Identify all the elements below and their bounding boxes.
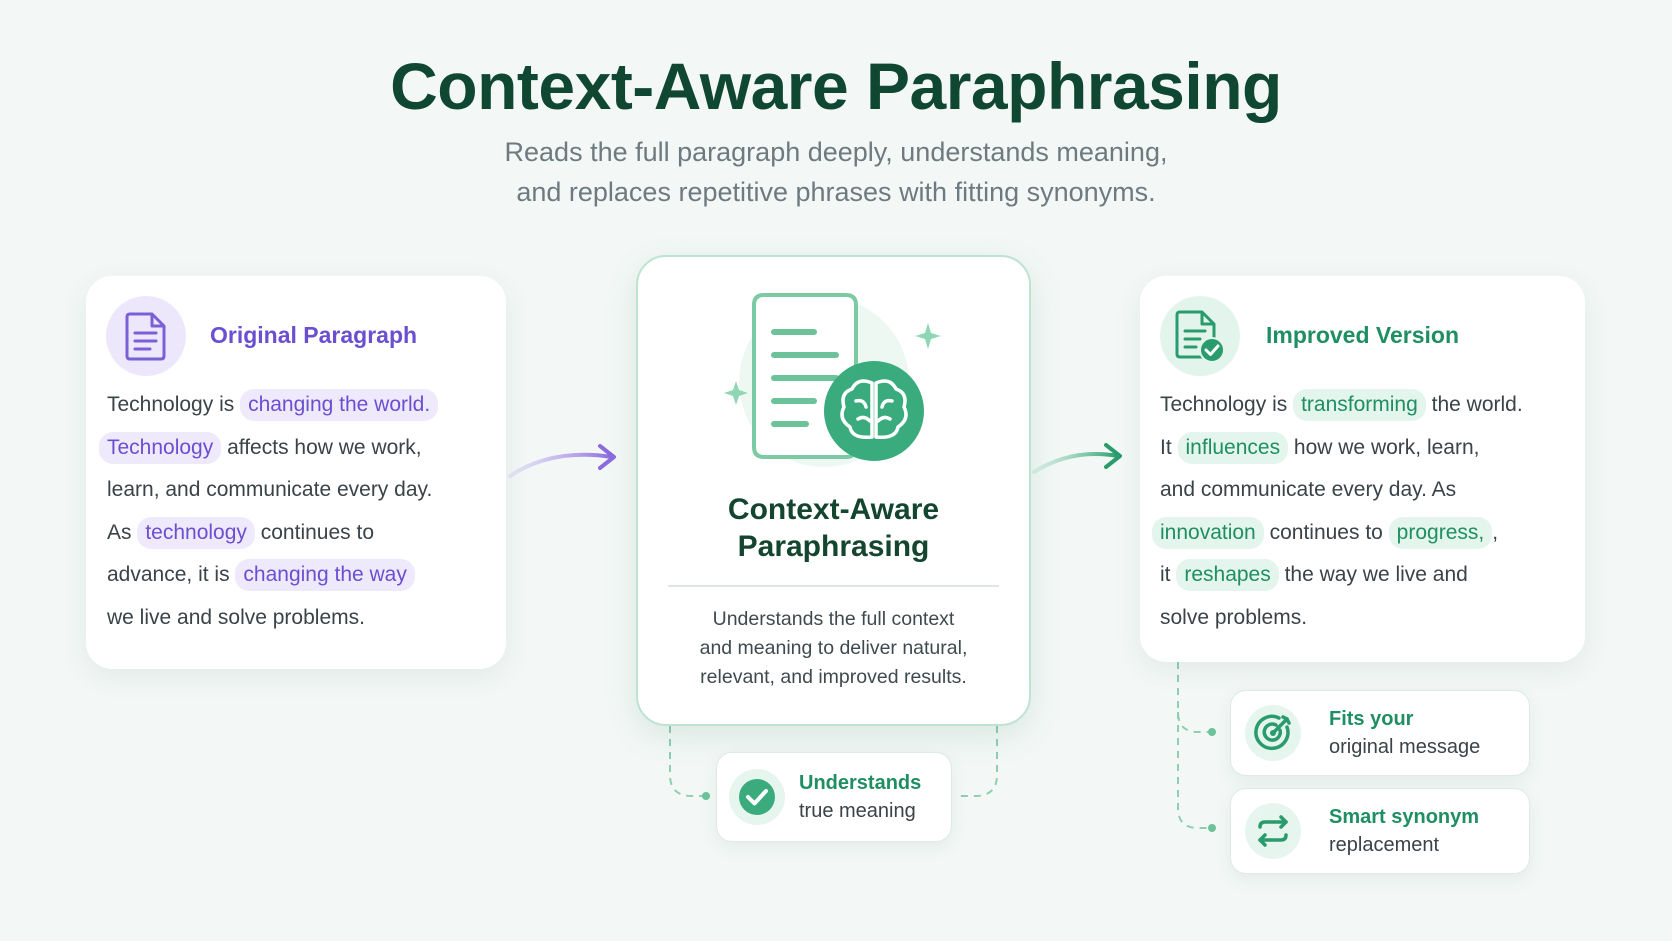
paragraph-text: Technology is xyxy=(1160,393,1294,416)
feature-understands-pill: Understands true meaning xyxy=(716,752,952,842)
highlighted-phrase: changing the world. xyxy=(240,389,439,421)
improved-version-card: Improved Version Technology is transform… xyxy=(1140,276,1585,662)
paragraph-text: continues to xyxy=(1263,520,1389,544)
original-paragraph-text: Technology is changing the world.Technol… xyxy=(99,384,497,640)
paragraph-text: As xyxy=(107,520,138,544)
paragraph-line: it reshapes the way we live and xyxy=(1160,554,1580,597)
paragraph-line: solve problems. xyxy=(1160,597,1580,640)
connector-dot xyxy=(1208,824,1216,832)
feature-synonym-bold: Smart synonym xyxy=(1329,806,1480,828)
paragraph-text: continues to xyxy=(254,520,375,544)
paragraph-text: affects how we work, xyxy=(221,435,422,459)
swap-arrows-icon xyxy=(1245,803,1301,859)
highlighted-phrase: innovation xyxy=(1152,516,1264,549)
paragraph-line: we live and solve problems. xyxy=(107,597,497,640)
feature-synonym-text: Smart synonym replacement xyxy=(1329,803,1479,859)
original-heading: Original Paragraph xyxy=(210,322,418,348)
dashed-connector-right xyxy=(1177,662,1210,829)
paragraph-line: Technology is transforming the world. xyxy=(1160,384,1580,427)
highlighted-phrase: changing the way xyxy=(235,559,415,591)
engine-desc-line-1: Understands the full context xyxy=(712,608,955,630)
arrow-left-to-center xyxy=(508,444,616,478)
feature-fits-regular: original message xyxy=(1329,736,1481,758)
subtitle-line-1: Reads the full paragraph deeply, underst… xyxy=(504,137,1168,167)
feature-understands-bold: Understands xyxy=(799,772,922,794)
paragraph-text: and communicate every day. As xyxy=(1160,478,1457,501)
paragraph-text: it xyxy=(1160,563,1177,586)
highlighted-phrase: technology xyxy=(137,516,255,549)
page-subtitle: Reads the full paragraph deeply, underst… xyxy=(0,132,1672,212)
engine-title: Context-Aware Paraphrasing xyxy=(638,491,1029,565)
paragraph-text: solve problems. xyxy=(1160,605,1308,629)
paragraph-text: advance, it is xyxy=(107,563,236,586)
paragraph-text: It xyxy=(1160,435,1178,459)
feature-fits-pill: Fits your original message xyxy=(1230,690,1530,776)
subtitle-line-2: and replaces repetitive phrases with fit… xyxy=(516,177,1156,207)
paragraph-line: Technology is changing the world. xyxy=(107,384,497,427)
paragraph-line: and communicate every day. As xyxy=(1160,469,1580,512)
target-icon xyxy=(1245,705,1301,761)
improved-paragraph-text: Technology is transforming the world.It … xyxy=(1152,384,1580,640)
feature-synonym-regular: replacement xyxy=(1329,834,1440,856)
engine-title-line-1: Context-Aware xyxy=(727,493,940,526)
connector-dot xyxy=(702,792,710,800)
paragraph-line: Technology affects how we work, xyxy=(99,427,497,470)
check-circle-icon xyxy=(729,769,785,825)
feature-synonym-pill: Smart synonym replacement xyxy=(1230,788,1530,874)
engine-desc-line-2: and meaning to deliver natural, xyxy=(699,637,968,659)
arrow-center-to-right xyxy=(1032,443,1122,474)
paraphrasing-engine-card: Context-Aware Paraphrasing Understands t… xyxy=(636,255,1031,726)
feature-fits-text: Fits your original message xyxy=(1329,705,1480,761)
highlighted-phrase: Technology xyxy=(99,431,222,464)
engine-description: Understands the full context and meaning… xyxy=(658,605,1009,692)
dashed-connector-center xyxy=(669,726,998,797)
feature-understands-text: Understands true meaning xyxy=(799,769,921,825)
document-brain-icon xyxy=(724,293,941,467)
paragraph-text: the world. xyxy=(1425,393,1523,416)
highlighted-phrase: influences xyxy=(1177,431,1289,464)
feature-understands-regular: true meaning xyxy=(799,800,916,822)
highlighted-phrase: transforming xyxy=(1293,389,1426,421)
divider xyxy=(668,585,999,587)
paragraph-line: It influences how we work, learn, xyxy=(1160,427,1580,470)
document-check-icon xyxy=(1160,296,1240,376)
improved-heading: Improved Version xyxy=(1266,322,1460,348)
paragraph-line: learn, and communicate every day. xyxy=(107,469,497,512)
paragraph-text: , xyxy=(1492,520,1499,544)
highlighted-phrase: progress, xyxy=(1388,516,1493,549)
paragraph-text: learn, and communicate every day. xyxy=(107,478,433,501)
engine-desc-line-3: relevant, and improved results. xyxy=(700,666,967,688)
original-paragraph-card: Original Paragraph Technology is changin… xyxy=(86,276,506,669)
document-icon xyxy=(106,296,186,376)
paragraph-text: we live and solve problems. xyxy=(107,605,365,629)
paragraph-text: the way we live and xyxy=(1278,563,1468,586)
feature-fits-bold: Fits your xyxy=(1329,708,1414,730)
connector-dot xyxy=(1208,728,1216,736)
highlighted-phrase: reshapes xyxy=(1176,559,1279,591)
paragraph-text: how we work, learn, xyxy=(1288,435,1480,459)
paragraph-line: innovation continues to progress,, xyxy=(1152,512,1580,555)
paragraph-line: As technology continues to xyxy=(107,512,497,555)
page-title: Context-Aware Paraphrasing xyxy=(390,49,1282,123)
paragraph-text: Technology is xyxy=(107,393,241,416)
engine-title-line-2: Paraphrasing xyxy=(737,530,930,563)
paragraph-line: advance, it is changing the way xyxy=(107,554,497,597)
